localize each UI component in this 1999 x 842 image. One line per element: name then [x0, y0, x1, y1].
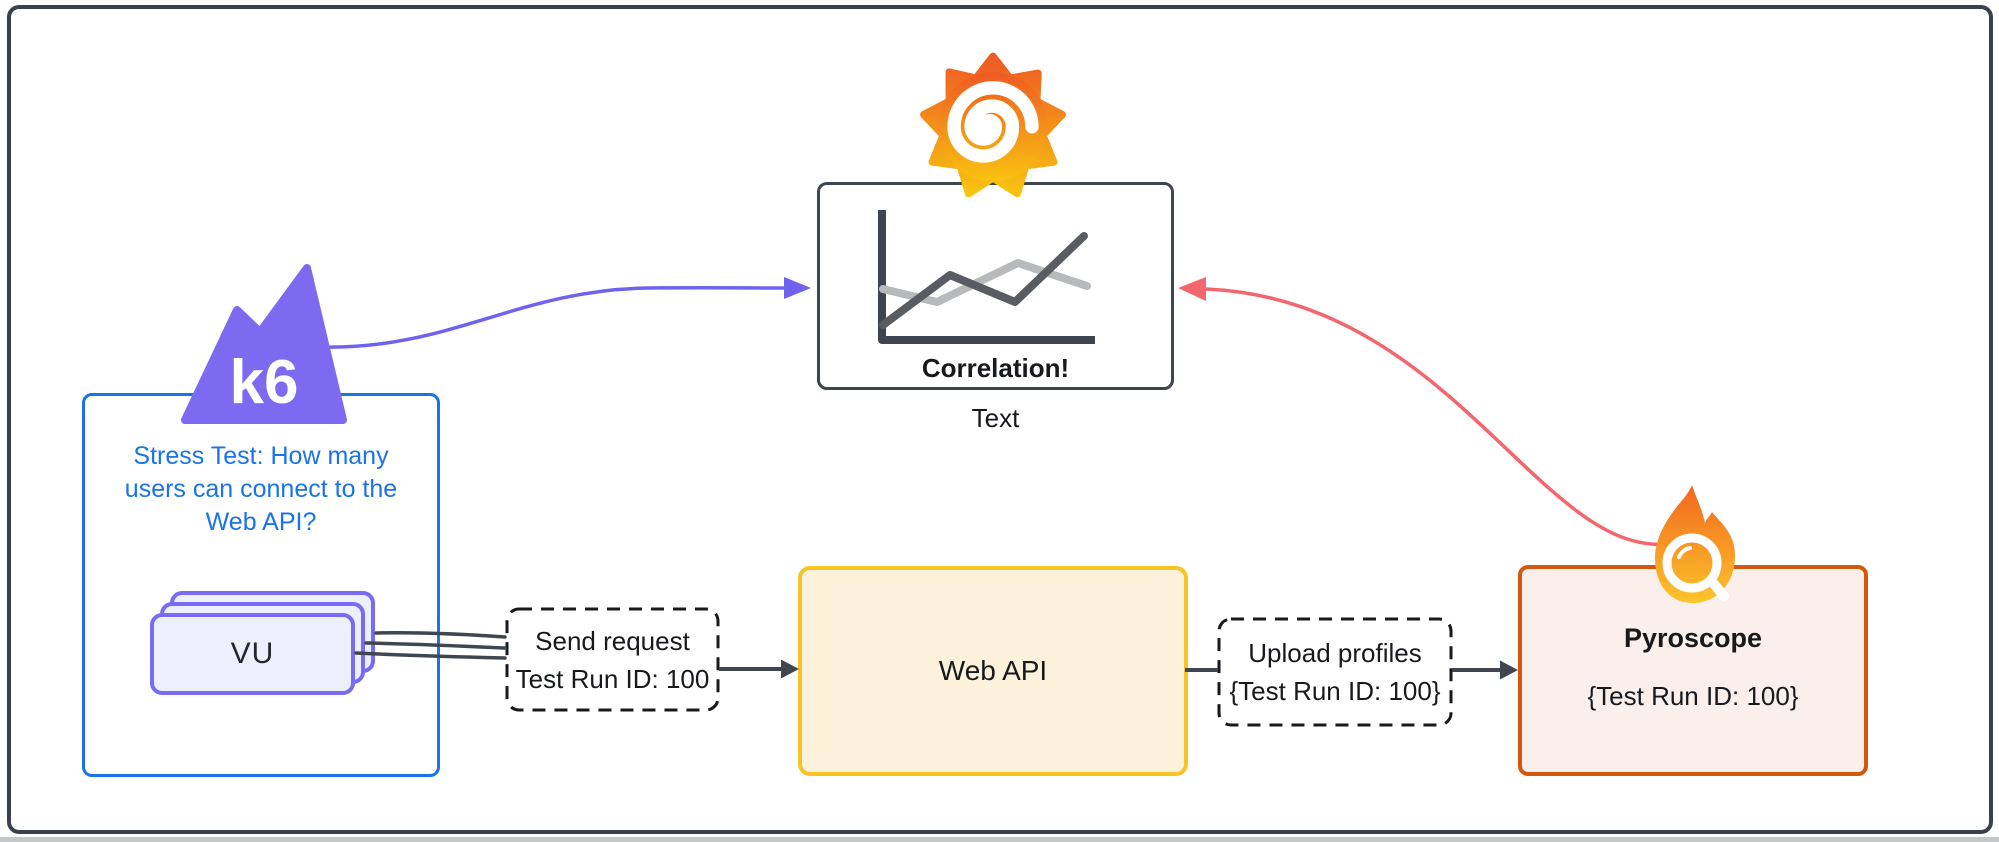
- vu-label: VU: [230, 637, 275, 670]
- pyroscope-logo: [1655, 485, 1735, 603]
- magnifier-ring: [1662, 533, 1722, 593]
- k6-logo: [181, 264, 347, 424]
- stress-test-box: [82, 393, 440, 777]
- canvas-frame: [7, 5, 1993, 834]
- pyroscope-subtitle: {Test Run ID: 100}: [1587, 681, 1799, 711]
- spiral: [947, 81, 1039, 163]
- stress-test-line-2: users can connect to the: [124, 475, 398, 503]
- magnifier-handle: [1709, 579, 1729, 601]
- send-request-note: Send request Test Run ID: 100: [505, 607, 720, 712]
- bottom-edge-strip: [0, 837, 1999, 842]
- dashed-border: [1217, 617, 1453, 727]
- dashed-border: [505, 607, 720, 712]
- correlation-panel: Correlation!: [817, 182, 1174, 390]
- web-api-box: Web API: [798, 566, 1188, 776]
- upload-profiles-note: Upload profiles {Test Run ID: 100}: [1217, 617, 1453, 727]
- send-request-line-1: Send request: [535, 625, 690, 656]
- line-chart-icon: [878, 210, 1095, 344]
- correlation-title: Correlation!: [921, 353, 1070, 383]
- correlation-caption: Text: [971, 403, 1020, 433]
- k6-logo-label: k6: [229, 348, 299, 417]
- grafana-logo: [920, 52, 1066, 198]
- upload-profiles-line-1: Upload profiles: [1248, 638, 1422, 668]
- stress-test-line-1: Stress Test: How many: [133, 442, 389, 470]
- pyroscope-title: Pyroscope: [1623, 623, 1763, 653]
- vu-card-front: VU: [150, 613, 355, 695]
- stress-test-text: Stress Test: How many users can connect …: [82, 440, 440, 539]
- upload-profiles-line-2: {Test Run ID: 100}: [1229, 676, 1441, 706]
- web-api-label: Web API: [938, 655, 1048, 686]
- stress-test-line-3: Web API?: [205, 508, 317, 536]
- magnifier-shine: [1677, 546, 1692, 559]
- send-request-line-2: Test Run ID: 100: [515, 663, 710, 694]
